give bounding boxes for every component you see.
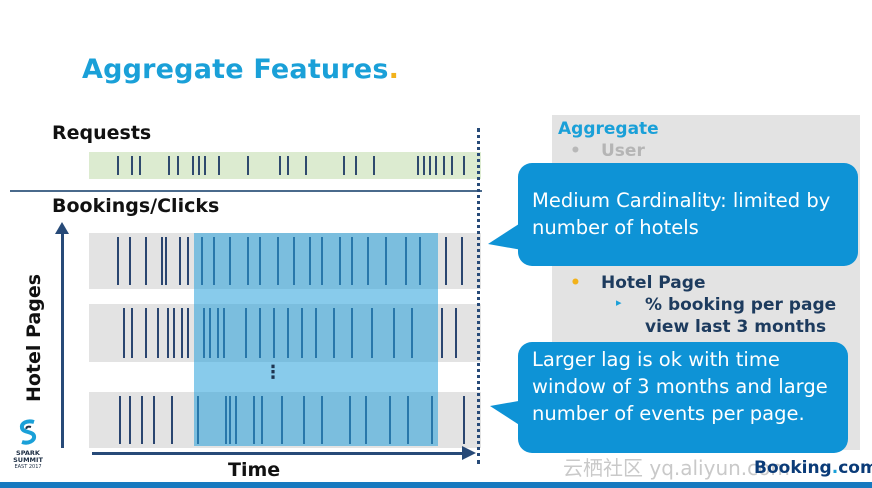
- footer-bar: [0, 482, 872, 488]
- sub-bullet-line-2: view last 3 months: [645, 317, 827, 337]
- event-tick: [131, 308, 133, 358]
- slide-title: Aggregate Features.: [82, 54, 399, 85]
- request-tick: [279, 156, 281, 175]
- aggregation-window: [194, 233, 438, 446]
- more-rows-ellipsis: ⋮: [264, 362, 282, 383]
- y-axis-label: Hotel Pages: [23, 273, 45, 403]
- bullet-hotel-page: Hotel Page: [601, 273, 706, 293]
- current-time-marker: [477, 128, 480, 464]
- event-tick: [129, 237, 131, 285]
- request-tick: [117, 156, 119, 175]
- request-tick: [423, 156, 425, 175]
- booking-logo-suffix: com: [838, 458, 872, 478]
- request-tick: [204, 156, 206, 175]
- request-tick: [443, 156, 445, 175]
- event-tick: [187, 237, 189, 285]
- spark-logo-line-3: EAST 2017: [14, 464, 42, 470]
- y-axis-arrow-icon: [55, 222, 69, 234]
- request-tick: [198, 156, 200, 175]
- request-tick: [417, 156, 419, 175]
- request-tick: [451, 156, 453, 175]
- request-tick: [192, 156, 194, 175]
- event-tick: [445, 237, 447, 285]
- aggregate-heading: Aggregate: [558, 119, 659, 139]
- request-tick: [287, 156, 289, 175]
- bullet-icon: •: [570, 141, 581, 161]
- request-tick: [305, 156, 307, 175]
- event-tick: [117, 237, 119, 285]
- request-tick: [429, 156, 431, 175]
- sub-bullet-line-1: % booking per page: [645, 295, 837, 315]
- sub-bullet-icon: ▸: [616, 296, 622, 309]
- spark-logo-icon: [19, 419, 37, 445]
- y-axis-line: [61, 232, 64, 448]
- watermark: 云栖社区 yq.aliyun.com: [563, 456, 790, 480]
- event-tick: [455, 308, 457, 358]
- slide-title-text: Aggregate Features: [82, 54, 389, 85]
- event-tick: [461, 237, 463, 285]
- request-tick: [463, 156, 465, 175]
- slide-title-dot: .: [388, 54, 400, 85]
- request-tick: [247, 156, 249, 175]
- requests-track: [89, 152, 481, 179]
- request-tick: [435, 156, 437, 175]
- event-tick: [161, 237, 163, 285]
- bullet-user: User: [601, 141, 645, 161]
- booking-logo-dot: .: [831, 458, 839, 478]
- event-tick: [157, 308, 159, 358]
- x-axis-label: Time: [228, 459, 281, 481]
- booking-logo-text: Booking: [754, 458, 832, 478]
- event-tick: [145, 237, 147, 285]
- event-tick: [119, 396, 121, 444]
- bullet-icon: •: [570, 273, 581, 293]
- event-tick: [123, 308, 125, 358]
- request-tick: [177, 156, 179, 175]
- request-tick: [131, 156, 133, 175]
- request-tick: [355, 156, 357, 175]
- event-tick: [179, 237, 181, 285]
- request-tick: [373, 156, 375, 175]
- event-tick: [167, 308, 169, 358]
- event-tick: [165, 237, 167, 285]
- event-tick: [187, 308, 189, 358]
- cardinality-callout: Medium Cardinality: limited by number of…: [518, 163, 858, 266]
- event-tick: [145, 308, 147, 358]
- spark-summit-logo: SPARK SUMMIT EAST 2017: [8, 418, 48, 470]
- event-tick: [171, 396, 173, 444]
- event-tick: [153, 396, 155, 444]
- requests-label: Requests: [52, 122, 152, 144]
- section-divider: [10, 190, 482, 192]
- event-tick: [441, 308, 443, 358]
- bookings-clicks-label: Bookings/Clicks: [52, 195, 220, 217]
- event-tick: [173, 308, 175, 358]
- booking-logo: Booking.com: [754, 458, 872, 478]
- x-axis-line: [92, 452, 464, 455]
- request-tick: [168, 156, 170, 175]
- request-tick: [139, 156, 141, 175]
- event-tick: [463, 396, 465, 444]
- callout-pointer-icon: [488, 222, 522, 250]
- spark-logo-line-1: SPARK: [16, 449, 40, 457]
- request-tick: [218, 156, 220, 175]
- event-tick: [129, 396, 131, 444]
- event-tick: [181, 308, 183, 358]
- event-tick: [141, 396, 143, 444]
- spark-logo-line-2: SUMMIT: [13, 456, 43, 464]
- x-axis-arrow-icon: [462, 446, 476, 460]
- lag-callout: Larger lag is ok with time window of 3 m…: [518, 342, 848, 453]
- request-tick: [343, 156, 345, 175]
